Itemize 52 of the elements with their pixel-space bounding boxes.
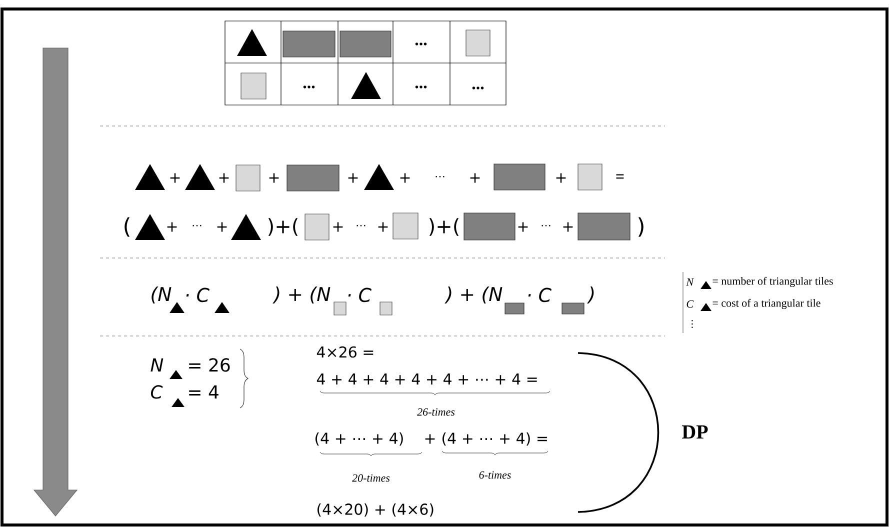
legend-text: ⋮ — [692, 320, 693, 328]
operator: + — [378, 222, 388, 232]
formula-text: · C — [528, 288, 552, 302]
formula-text: · C — [186, 288, 210, 302]
operator: + — [470, 173, 480, 183]
value-text: C — [150, 385, 163, 399]
formula-text: ) — [587, 286, 594, 304]
operator: ) — [638, 217, 644, 237]
ellipsis: ⋯ — [192, 224, 202, 226]
ellipsis: ... — [472, 86, 484, 90]
ellipsis: ⋯ — [436, 176, 444, 178]
operator: )+( — [429, 218, 459, 236]
operator: + — [348, 173, 358, 183]
operator: + — [269, 173, 279, 183]
operator: + — [167, 222, 177, 232]
legend-text: C — [686, 300, 694, 308]
dp-label: DP — [682, 425, 708, 439]
operator: + — [217, 222, 227, 232]
formula-text: (4 + ⋯ + 4) — [316, 432, 403, 446]
legend-text: = number of triangular tiles — [712, 276, 833, 288]
ellipsis: ⋯ — [356, 224, 366, 226]
operator: + — [518, 222, 528, 232]
operator: = — [616, 174, 624, 179]
operator: + — [556, 173, 566, 183]
value-text: N — [150, 358, 164, 372]
ellipsis: ... — [415, 86, 427, 88]
formula-text: + — [425, 434, 435, 444]
ellipsis: ... — [303, 86, 315, 88]
legend-text: N — [686, 278, 694, 286]
operator: + — [333, 222, 343, 232]
ellipsis: ⋯ — [542, 224, 550, 226]
brace-label: 26-times — [417, 408, 455, 416]
formula-text: (4×20) + (4×6) — [318, 503, 434, 517]
formula-text: (4 + ⋯ + 4) = — [442, 432, 547, 446]
operator: ( — [124, 217, 130, 237]
brace-label: 6-times — [479, 471, 511, 479]
brace-label: 20-times — [352, 474, 390, 482]
formula-text: ) + (N — [444, 286, 502, 304]
operator: + — [219, 173, 229, 183]
formula-text: 4×26 = — [316, 346, 374, 358]
operator: + — [400, 173, 410, 183]
legend-text: = cost of a triangular tile — [712, 298, 820, 310]
ellipsis: ... — [415, 42, 427, 46]
formula-text: ) + (N — [272, 286, 330, 304]
formula-text: · C — [348, 288, 372, 302]
formula-text: 4 + 4 + 4 + 4 + 4 + ⋯ + 4 = — [316, 374, 537, 384]
formula-text: (N — [152, 286, 172, 304]
operator: )+( — [268, 218, 298, 236]
value-text: = 4 — [189, 385, 218, 399]
value-text: = 26 — [189, 358, 230, 372]
operator: + — [563, 222, 573, 232]
operator: + — [170, 173, 180, 183]
